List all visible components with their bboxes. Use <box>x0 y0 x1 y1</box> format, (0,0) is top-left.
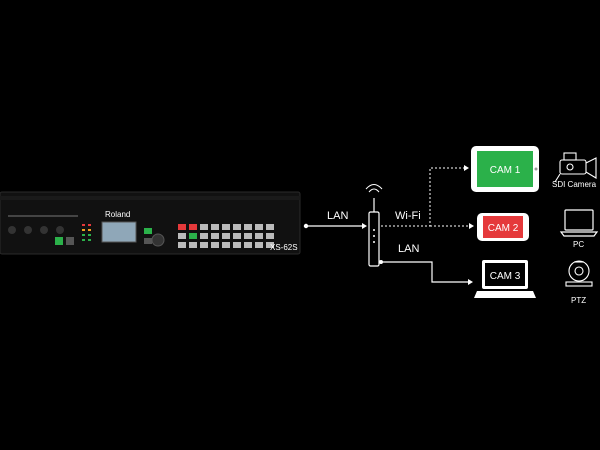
switcher-button <box>266 224 274 230</box>
pc-icon <box>559 209 599 237</box>
switcher-button <box>189 242 197 248</box>
pc-label: PC <box>573 240 585 249</box>
switcher-button <box>266 233 274 239</box>
lan-label-left: LAN <box>327 210 349 222</box>
switcher-button <box>244 224 252 230</box>
cam1-label: CAM 1 <box>490 165 521 176</box>
router-icon <box>365 184 383 267</box>
switcher-button <box>211 224 219 230</box>
level-meters <box>82 224 91 241</box>
cam1-tablet: CAM 1 <box>471 146 539 192</box>
cam3-label: CAM 3 <box>490 271 521 282</box>
lcd-display <box>101 221 137 243</box>
video-switcher-device: Roland XS-62S <box>0 191 301 255</box>
sdi-camera-label: SDI Camera <box>552 180 597 189</box>
switcher-button <box>255 233 263 239</box>
switcher-button <box>178 233 186 239</box>
switcher-button <box>211 242 219 248</box>
switcher-button <box>222 233 230 239</box>
wifi-line-cam1 <box>381 167 464 227</box>
switcher-button <box>244 242 252 248</box>
ptz-label: PTZ <box>571 296 587 305</box>
wifi-label: Wi-Fi <box>395 210 421 222</box>
cam2-label: CAM 2 <box>488 223 519 234</box>
ptz-camera-icon <box>565 260 593 287</box>
cam2-phone: CAM 2 <box>477 213 529 241</box>
switcher-button <box>211 233 219 239</box>
brand-label: Roland <box>105 210 130 219</box>
switcher-button <box>233 242 241 248</box>
switcher-button <box>255 242 263 248</box>
switcher-button <box>178 242 186 248</box>
audio-knobs <box>8 215 78 245</box>
lan-label-right: LAN <box>398 243 420 255</box>
sdi-camera-icon <box>554 152 597 183</box>
switcher-button <box>222 242 230 248</box>
switcher-button <box>244 233 252 239</box>
switcher-button <box>222 224 230 230</box>
switcher-button <box>189 233 197 239</box>
lan-line-right <box>381 261 468 283</box>
switcher-button <box>200 224 208 230</box>
switcher-button <box>255 224 263 230</box>
switcher-button <box>178 224 186 230</box>
switcher-button <box>200 242 208 248</box>
switcher-button <box>189 224 197 230</box>
source-button-grid <box>178 224 274 248</box>
switcher-button <box>200 233 208 239</box>
jog-dial <box>151 233 165 247</box>
switcher-button <box>233 224 241 230</box>
switcher-button <box>266 242 274 248</box>
switcher-button <box>233 233 241 239</box>
cam3-laptop: CAM 3 <box>474 260 536 298</box>
model-label: XS-62S <box>270 243 298 252</box>
